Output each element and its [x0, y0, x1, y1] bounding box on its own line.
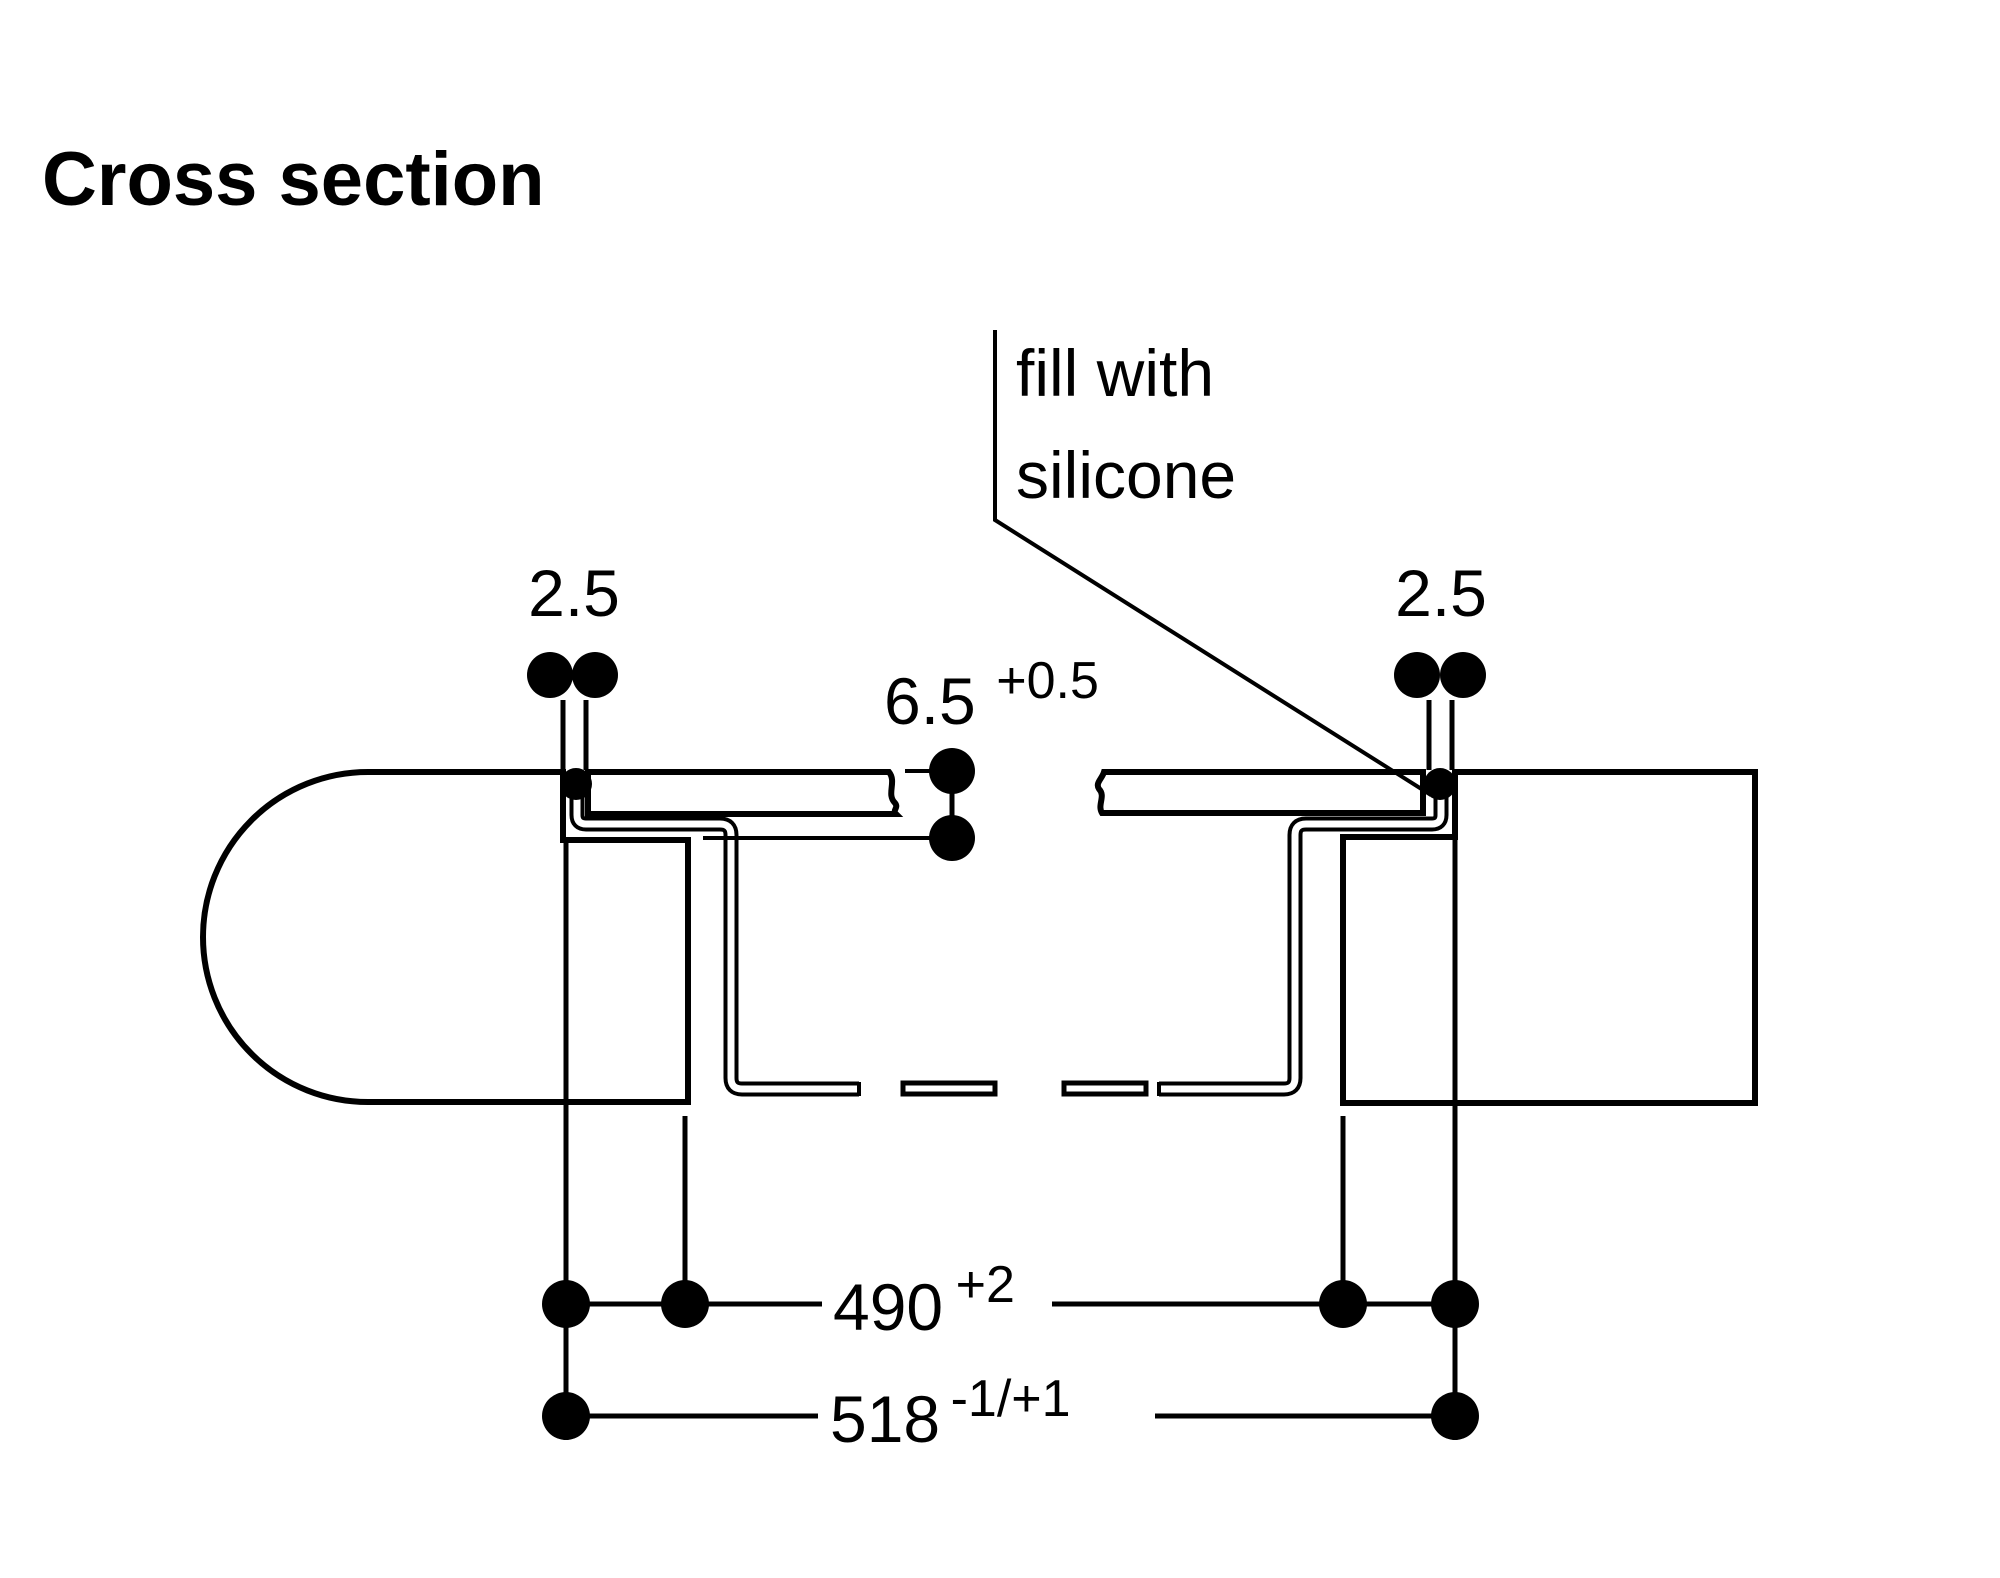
- appliance-tub-left-profile-inner: [573, 791, 859, 1093]
- appliance-tub-left-profile: [569, 791, 859, 1097]
- dim-518-dot-left: [542, 1392, 590, 1440]
- tub-bottom-break-dash-2: [1061, 1080, 1149, 1097]
- dim-cutout-width-label: 490 +2: [833, 1256, 1015, 1344]
- gap-left-dot-1: [527, 652, 573, 698]
- callout-leader-line: [993, 330, 1433, 797]
- dim-overall-width-label: 518 -1/+1: [830, 1370, 1071, 1456]
- glass-top-left-section: [585, 769, 904, 817]
- dim-gap-left-label: 2.5: [528, 556, 620, 630]
- dim-gap-right-label: 2.5: [1395, 556, 1487, 630]
- dim-518-dot-right: [1431, 1392, 1479, 1440]
- dim-overall-width-value: 518: [830, 1382, 940, 1456]
- gap-right-dot-2: [1440, 652, 1486, 698]
- dim-490-dot-inner-left: [661, 1280, 709, 1328]
- tub-bottom-break-dash-1: [900, 1080, 998, 1097]
- appliance-tub-right-profile-inner: [1159, 791, 1445, 1093]
- dim-cutout-width-value: 490: [833, 1270, 943, 1344]
- silicone-joint-dot-right: [1424, 768, 1456, 800]
- dim-protrusion-tolerance: +0.5: [996, 652, 1099, 710]
- gap-left-dot-2: [572, 652, 618, 698]
- dim-490-dot-outer-left: [542, 1280, 590, 1328]
- glass-top-right-section: [1094, 769, 1426, 816]
- dim-490-dot-inner-right: [1319, 1280, 1367, 1328]
- gap-right-dot-1: [1394, 652, 1440, 698]
- dim-cutout-width-tolerance: +2: [956, 1256, 1015, 1314]
- dim-protrusion-label: 6.5 +0.5: [884, 652, 1099, 738]
- protrusion-dot-top: [929, 748, 975, 794]
- dim-protrusion-value: 6.5: [884, 664, 976, 738]
- left-worktop-section: [200, 769, 691, 1105]
- right-worktop-section: [1340, 769, 1758, 1106]
- callout-line-2: silicone: [1016, 438, 1236, 512]
- page-title: Cross section: [42, 137, 545, 222]
- callout-line-1: fill with: [1016, 336, 1214, 410]
- protrusion-dot-bottom: [929, 815, 975, 861]
- silicone-joint-dot-left: [560, 768, 592, 800]
- dim-overall-width-tolerance: -1/+1: [951, 1370, 1071, 1428]
- dim-490-dot-outer-right: [1431, 1280, 1479, 1328]
